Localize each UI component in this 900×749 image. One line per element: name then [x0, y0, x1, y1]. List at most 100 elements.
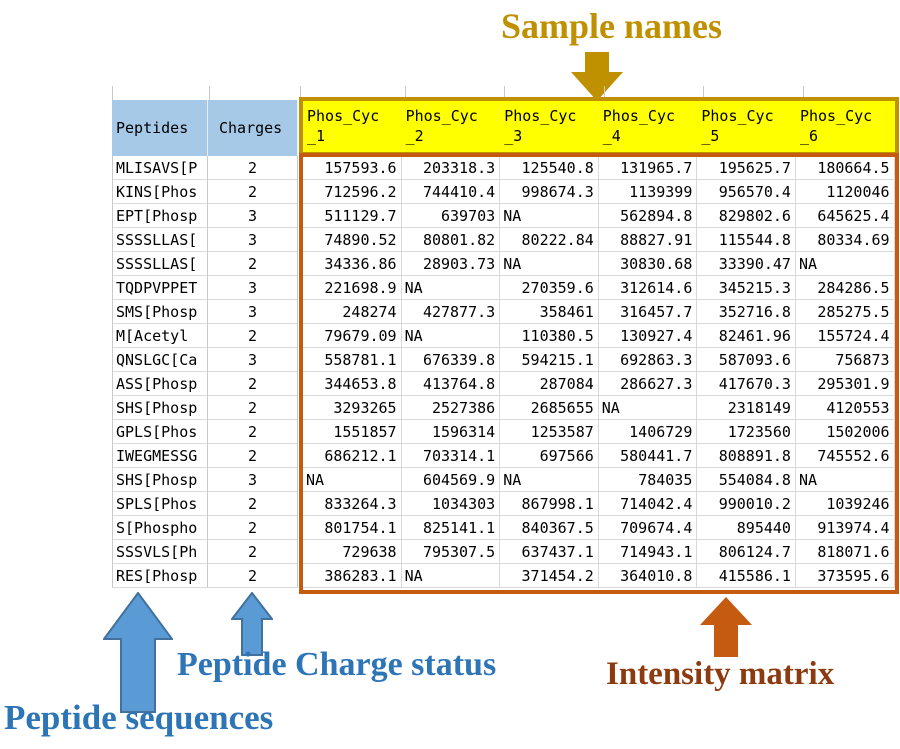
intensity-cell[interactable]: 562894.8	[598, 204, 698, 228]
intensity-cell[interactable]: 4120553	[795, 396, 895, 420]
intensity-cell[interactable]: 676339.8	[401, 348, 501, 372]
intensity-cell[interactable]: 155724.4	[795, 324, 895, 348]
peptides-column-header[interactable]: Peptides	[112, 100, 208, 156]
peptide-cell[interactable]: KINS[Phos	[112, 180, 208, 204]
intensity-cell[interactable]: 28903.73	[401, 252, 501, 276]
intensity-cell[interactable]: 358461	[500, 300, 599, 324]
peptide-cell[interactable]: MLISAVS[P	[112, 156, 208, 180]
intensity-cell[interactable]: 1406729	[598, 420, 698, 444]
intensity-cell[interactable]: 80801.82	[401, 228, 501, 252]
intensity-cell[interactable]: 248274	[303, 300, 402, 324]
peptide-cell[interactable]: RES[Phosp	[112, 564, 208, 588]
intensity-cell[interactable]: NA	[401, 324, 501, 348]
intensity-cell[interactable]: 580441.7	[598, 444, 698, 468]
intensity-cell[interactable]: NA	[500, 204, 599, 228]
intensity-cell[interactable]: 1139399	[598, 180, 698, 204]
intensity-cell[interactable]: 80334.69	[795, 228, 895, 252]
intensity-cell[interactable]: 833264.3	[303, 492, 402, 516]
charge-cell[interactable]: 3	[208, 468, 298, 492]
intensity-cell[interactable]: 2527386	[401, 396, 501, 420]
intensity-cell[interactable]: 1723560	[697, 420, 796, 444]
intensity-cell[interactable]: 867998.1	[500, 492, 599, 516]
intensity-cell[interactable]: 692863.3	[598, 348, 698, 372]
intensity-cell[interactable]: 33390.47	[697, 252, 796, 276]
intensity-cell[interactable]: NA	[401, 276, 501, 300]
sample-column-header[interactable]: Phos_Cyc_6	[796, 101, 895, 152]
intensity-cell[interactable]: 344653.8	[303, 372, 402, 396]
sample-column-header[interactable]: Phos_Cyc_4	[599, 101, 698, 152]
intensity-cell[interactable]: 88827.91	[598, 228, 698, 252]
intensity-cell[interactable]: 316457.7	[598, 300, 698, 324]
intensity-cell[interactable]: 806124.7	[697, 540, 796, 564]
intensity-cell[interactable]: 808891.8	[697, 444, 796, 468]
intensity-cell[interactable]: 714042.4	[598, 492, 698, 516]
intensity-cell[interactable]: 287084	[500, 372, 599, 396]
charge-cell[interactable]: 3	[208, 228, 298, 252]
intensity-cell[interactable]: 801754.1	[303, 516, 402, 540]
intensity-cell[interactable]: 697566	[500, 444, 599, 468]
charge-cell[interactable]: 2	[208, 492, 298, 516]
charge-cell[interactable]: 2	[208, 324, 298, 348]
charge-cell[interactable]: 2	[208, 372, 298, 396]
intensity-cell[interactable]: 825141.1	[401, 516, 501, 540]
intensity-cell[interactable]: 744410.4	[401, 180, 501, 204]
intensity-cell[interactable]: NA	[795, 252, 895, 276]
peptide-cell[interactable]: EPT[Phosp	[112, 204, 208, 228]
intensity-cell[interactable]: 554084.8	[697, 468, 796, 492]
intensity-cell[interactable]: NA	[500, 468, 599, 492]
intensity-cell[interactable]: 511129.7	[303, 204, 402, 228]
intensity-cell[interactable]: 709674.4	[598, 516, 698, 540]
intensity-cell[interactable]: 74890.52	[303, 228, 402, 252]
intensity-cell[interactable]: 180664.5	[795, 156, 895, 180]
intensity-cell[interactable]: 203318.3	[401, 156, 501, 180]
peptide-cell[interactable]: M[Acetyl	[112, 324, 208, 348]
intensity-cell[interactable]: 110380.5	[500, 324, 599, 348]
charge-cell[interactable]: 3	[208, 204, 298, 228]
intensity-cell[interactable]: 729638	[303, 540, 402, 564]
intensity-cell[interactable]: 3293265	[303, 396, 402, 420]
charge-cell[interactable]: 2	[208, 420, 298, 444]
intensity-cell[interactable]: 80222.84	[500, 228, 599, 252]
intensity-cell[interactable]: 345215.3	[697, 276, 796, 300]
charge-cell[interactable]: 2	[208, 444, 298, 468]
peptide-cell[interactable]: QNSLGC[Ca	[112, 348, 208, 372]
intensity-cell[interactable]: 130927.4	[598, 324, 698, 348]
intensity-cell[interactable]: 558781.1	[303, 348, 402, 372]
intensity-cell[interactable]: 998674.3	[500, 180, 599, 204]
intensity-cell[interactable]: 373595.6	[795, 564, 895, 588]
intensity-cell[interactable]: NA	[500, 252, 599, 276]
peptide-cell[interactable]: SHS[Phosp	[112, 468, 208, 492]
intensity-cell[interactable]: 1039246	[795, 492, 895, 516]
intensity-cell[interactable]: 594215.1	[500, 348, 599, 372]
peptide-cell[interactable]: GPLS[Phos	[112, 420, 208, 444]
intensity-cell[interactable]: 415586.1	[697, 564, 796, 588]
charge-cell[interactable]: 3	[208, 276, 298, 300]
intensity-cell[interactable]: 956570.4	[697, 180, 796, 204]
intensity-cell[interactable]: 312614.6	[598, 276, 698, 300]
intensity-cell[interactable]: NA	[303, 468, 402, 492]
intensity-cell[interactable]: 221698.9	[303, 276, 402, 300]
intensity-cell[interactable]: 2318149	[697, 396, 796, 420]
intensity-cell[interactable]: 745552.6	[795, 444, 895, 468]
intensity-cell[interactable]: 115544.8	[697, 228, 796, 252]
intensity-cell[interactable]: 352716.8	[697, 300, 796, 324]
peptide-cell[interactable]: SMS[Phosp	[112, 300, 208, 324]
intensity-cell[interactable]: 371454.2	[500, 564, 599, 588]
intensity-cell[interactable]: 714943.1	[598, 540, 698, 564]
intensity-cell[interactable]: 840367.5	[500, 516, 599, 540]
intensity-cell[interactable]: 604569.9	[401, 468, 501, 492]
sample-column-header[interactable]: Phos_Cyc_3	[500, 101, 599, 152]
intensity-cell[interactable]: 784035	[598, 468, 698, 492]
peptide-cell[interactable]: S[Phospho	[112, 516, 208, 540]
intensity-cell[interactable]: 587093.6	[697, 348, 796, 372]
intensity-cell[interactable]: 286627.3	[598, 372, 698, 396]
intensity-cell[interactable]: 1253587	[500, 420, 599, 444]
intensity-cell[interactable]: 645625.4	[795, 204, 895, 228]
intensity-cell[interactable]: 285275.5	[795, 300, 895, 324]
sample-column-header[interactable]: Phos_Cyc_5	[697, 101, 796, 152]
intensity-cell[interactable]: 364010.8	[598, 564, 698, 588]
intensity-cell[interactable]: 990010.2	[697, 492, 796, 516]
intensity-cell[interactable]: 756873	[795, 348, 895, 372]
intensity-cell[interactable]: 30830.68	[598, 252, 698, 276]
peptide-cell[interactable]: IWEGMESSG	[112, 444, 208, 468]
